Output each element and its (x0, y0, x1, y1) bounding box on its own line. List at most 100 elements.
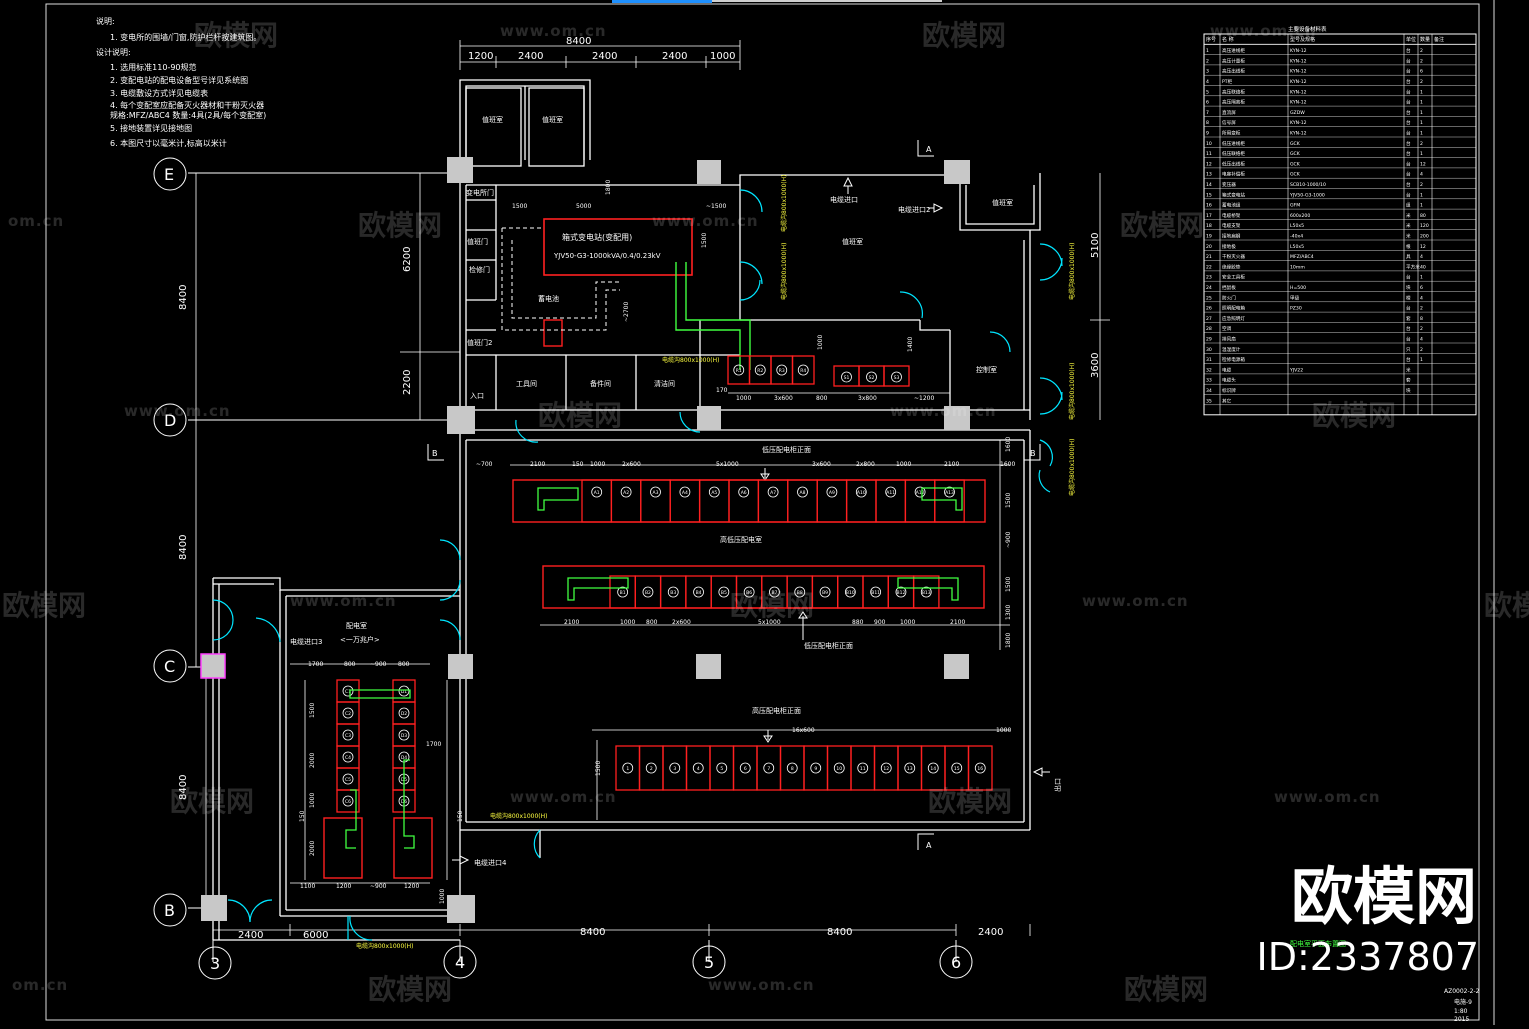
table-cell: 1 (1420, 192, 1423, 198)
table-cell: 4 (1420, 172, 1423, 178)
cabinet-number-bubble (855, 486, 867, 498)
table-cell: KYN-12 (1290, 79, 1307, 85)
cabinet-number-bubble (951, 762, 963, 774)
table-cell: 米 (1406, 366, 1411, 373)
cabinet[interactable] (816, 479, 848, 523)
cabinet-number: R2 (757, 368, 763, 374)
dim-small: 1200 (404, 883, 419, 890)
table-cell: YJV50-G3-1000 (1289, 192, 1325, 198)
cabinet-number: A2 (623, 490, 629, 496)
cabinet[interactable] (787, 479, 818, 523)
dim-bottom: 2400 (238, 930, 263, 941)
cabinet-number: C1 (345, 689, 351, 695)
watermark-url: www.om.cn (1274, 788, 1381, 806)
cabinet[interactable] (883, 365, 910, 387)
cabinet[interactable] (698, 479, 730, 523)
cabinet[interactable] (967, 745, 993, 791)
watermark-url: www.om.cn (290, 592, 397, 610)
cabinet-number: A1 (594, 490, 600, 496)
cabinet-number: B10 (846, 590, 855, 596)
watermark-text: 欧模网 (922, 19, 1007, 52)
table-cell: 低压进线柜 (1222, 140, 1245, 147)
table-cell: 6 (1206, 100, 1209, 106)
column-selected[interactable] (200, 653, 226, 679)
table-header: 备注 (1434, 36, 1444, 43)
cabinet-number-bubble (342, 685, 354, 697)
cabinet-number-bubble (776, 364, 788, 376)
cabinet[interactable] (728, 479, 760, 523)
cabinet-number: 14 (930, 766, 936, 772)
cabinet[interactable] (336, 789, 360, 813)
sheet-border (45, 3, 1480, 1021)
cabinet[interactable] (875, 479, 907, 523)
dim-top-part: 1200 (468, 51, 493, 62)
cabinet[interactable] (669, 479, 701, 523)
cabinet-number: 9 (814, 766, 817, 772)
cabinet[interactable] (581, 479, 613, 523)
cabinet[interactable] (912, 575, 940, 609)
table-cell: 26 (1206, 306, 1212, 312)
room-label: <一万兆户> (340, 635, 380, 644)
battery-box[interactable] (543, 319, 563, 347)
cabinet[interactable] (904, 479, 936, 523)
table-cell: 34 (1206, 388, 1212, 394)
dim-small: 1000 (620, 619, 635, 626)
table-cell: KYN-12 (1290, 69, 1307, 75)
cabinet[interactable] (791, 355, 815, 385)
table-cell: 2 (1420, 79, 1423, 85)
dim-bottom: 6000 (303, 930, 328, 941)
table-cell: 台 (1406, 191, 1411, 198)
room-label: 电缆进口3 (290, 637, 322, 646)
table-header: 名 称 (1222, 36, 1234, 43)
table-cell: 8 (1420, 316, 1423, 322)
table-cell: 1 (1420, 203, 1423, 209)
dim-small: 800 (816, 395, 828, 402)
table-cell: 1 (1420, 110, 1423, 116)
table-cell: 4 (1420, 254, 1423, 260)
cabinet-number-bubble (342, 773, 354, 785)
brand-logo-text: 欧模网 (1290, 860, 1477, 933)
cabinet-number: 2 (650, 766, 653, 772)
table-cell: GCK (1290, 151, 1301, 157)
watermark-text: 欧模网 (1484, 589, 1529, 622)
table-cell: 1 (1420, 357, 1423, 363)
cabinet-number: A3 (653, 490, 659, 496)
table-cell: 台 (1406, 119, 1411, 126)
cabinet-number-bubble (398, 729, 410, 741)
table-cell: 9 (1206, 131, 1209, 137)
cabinet-number-bubble (620, 486, 632, 498)
watermark-url: www.om.cn (890, 402, 997, 420)
table-border (1203, 33, 1477, 416)
dim-small: 3x800 (858, 395, 877, 402)
cabinet-number: A10 (857, 490, 866, 496)
cabinet-number-bubble (398, 685, 410, 697)
table-cell: 干粉灭火器 (1222, 253, 1245, 260)
table-cell: 20 (1206, 244, 1212, 250)
table-cell: 28 (1206, 326, 1212, 332)
cabinet-number-bubble (885, 486, 897, 498)
dim-left-inner: 2200 (402, 370, 413, 395)
dim-top-part: 2400 (592, 51, 617, 62)
table-cell: 低压出线柜 (1222, 160, 1245, 167)
table-cell: 4 (1206, 79, 1209, 85)
axis-lines (188, 172, 957, 962)
transformer-box[interactable] (543, 218, 693, 276)
table-cell: MFZ/ABC4 (1290, 254, 1314, 260)
cabinet[interactable] (934, 479, 965, 523)
cabinet[interactable] (757, 479, 789, 523)
cabinet-base (393, 817, 433, 879)
table-cell: 8 (1206, 120, 1209, 126)
active-tab-indicator[interactable] (612, 0, 712, 3)
table-cell: GZDW (1290, 110, 1305, 116)
tab-indicator[interactable] (712, 0, 942, 2)
room-label: 低压配电柜正面 (804, 641, 853, 650)
cabinet[interactable] (610, 479, 642, 523)
cabinet-number: S1 (844, 375, 850, 381)
cabinet[interactable] (640, 479, 671, 523)
cabinet-number-bubble (693, 586, 704, 598)
table-cell: 18 (1206, 223, 1212, 229)
cabinet[interactable] (845, 479, 877, 523)
